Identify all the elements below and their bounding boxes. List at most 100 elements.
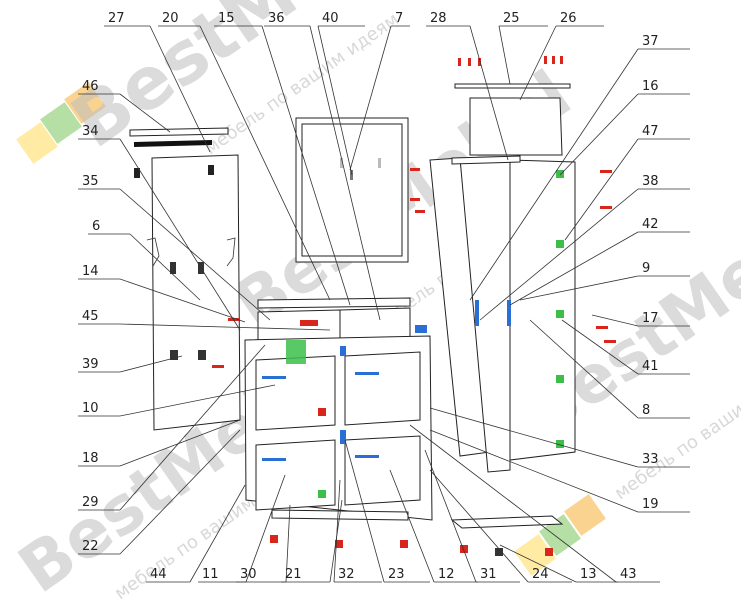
callout-number: 19 [642,497,659,512]
callout-leader-line [119,355,183,373]
callout-40: 40 [317,11,365,176]
callout-33: 33 [429,407,690,468]
callout-leader-line [129,233,201,301]
callout-28: 28 [426,11,509,161]
callout-14: 14 [78,264,246,323]
callout-number: 14 [82,264,99,279]
callout-12: 12 [389,469,478,583]
callout-25: 25 [498,11,548,85]
part-right-wardrobe [429,155,616,473]
callout-27: 27 [104,11,211,153]
callout-leader-line [389,469,435,583]
callout-number: 30 [240,567,257,582]
callout-34: 34 [78,124,241,331]
callout-number: 40 [322,11,339,26]
callout-number: 13 [580,567,597,582]
callout-number: 10 [82,401,99,416]
callout-number: 23 [388,567,405,582]
callout-42: 42 [509,217,690,306]
callout-number: 21 [285,567,302,582]
callout-leader-line [344,439,385,583]
callout-number: 12 [438,567,455,582]
callout-46: 46 [78,79,171,133]
callout-20: 20 [158,11,331,301]
callout-leader-line [285,504,291,583]
part-lower-cabinet [244,297,433,521]
callout-23: 23 [344,439,430,583]
callout-24: 24 [429,469,572,583]
callout-43: 43 [409,424,660,583]
callout-39: 39 [78,355,183,373]
callout-number: 7 [395,11,403,26]
callout-leader-line [149,25,211,153]
callout-17: 17 [591,311,690,327]
callout-44: 44 [146,484,246,583]
callout-number: 22 [82,539,99,554]
callout-36: 36 [264,11,381,321]
callout-number: 44 [150,567,167,582]
callout-26: 26 [519,11,604,101]
callout-number: 36 [268,11,285,26]
callout-38: 38 [479,174,690,321]
callout-19: 19 [429,429,690,513]
callout-10: 10 [78,384,276,417]
callout-leader-line [119,93,171,133]
callout-number: 43 [620,567,637,582]
callout-15: 15 [214,11,351,306]
callout-leader-line [561,319,639,375]
callout-number: 29 [82,495,99,510]
part-loose-shelf [450,515,564,529]
callout-number: 32 [338,567,355,582]
callout-number: 42 [642,217,659,232]
callout-leader-line [119,323,331,331]
callout-leader-line [519,25,557,101]
callout-number: 11 [202,567,219,582]
callout-leader-line [119,278,246,323]
callout-leader-line [119,188,271,321]
part-top-cabinet-panel [454,56,571,156]
callout-number: 35 [82,174,99,189]
watermark-logo-bottom [514,494,606,576]
callout-number: 41 [642,359,659,374]
callout-leader-line [429,429,639,513]
callout-leader-line [245,474,286,583]
callout-leader-line [119,138,241,331]
callout-number: 26 [560,11,577,26]
callout-7: 7 [349,11,410,171]
callout-leader-line [119,429,241,555]
callout-leader-line [509,231,639,306]
callout-13: 13 [499,544,618,583]
callout-number: 25 [503,11,520,26]
callout-22: 22 [78,429,241,555]
callout-30: 30 [236,504,291,583]
watermark-logo-top-left [16,82,106,164]
callout-number: 20 [162,11,179,26]
callout-41: 41 [561,319,690,375]
callout-leader-line [119,384,276,417]
callout-leader-line [409,424,617,583]
callout-6: 6 [88,219,201,301]
callout-leader-line [261,25,351,306]
callout-number: 24 [532,567,549,582]
callout-21: 21 [281,499,343,583]
callout-37: 37 [469,34,690,301]
callout-number: 28 [430,11,447,26]
callout-number: 39 [82,357,99,372]
callout-leader-line [309,25,381,321]
callout-leader-line [498,25,511,85]
callout-leader-line [479,188,639,321]
callout-leader-line [429,469,529,583]
callout-leader-line [519,275,639,301]
parts [129,56,616,556]
callout-number: 34 [82,124,99,139]
callout-leader-line [349,25,392,171]
callout-number: 38 [642,174,659,189]
callout-leader-line [199,25,331,301]
callout-leader-line [429,407,639,468]
callout-number: 9 [642,261,650,276]
callout-leader-line [529,319,639,419]
part-top-board [129,127,229,147]
callout-9: 9 [519,261,690,301]
callout-leader-line [189,484,246,583]
